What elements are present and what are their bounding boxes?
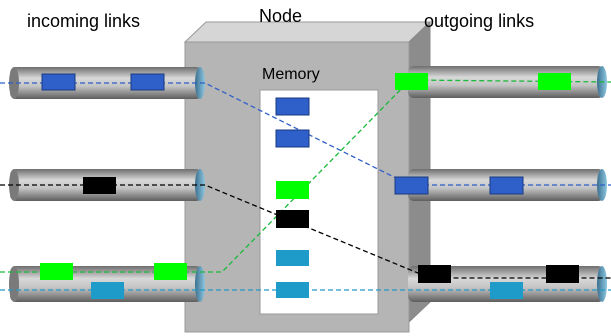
packet-blue <box>394 176 429 195</box>
memory-packet-blue <box>275 129 310 148</box>
packet-green <box>538 73 571 90</box>
memory-panel <box>259 89 379 315</box>
packet-blue <box>41 73 76 91</box>
packet-black <box>83 177 116 194</box>
node-top-face <box>183 21 432 43</box>
packet-blue <box>489 176 524 195</box>
packet-blue <box>130 73 165 91</box>
memory-packet-cyan <box>276 282 309 298</box>
packet-black <box>418 265 451 283</box>
node-label: Node <box>259 6 303 26</box>
outgoing-links-label: outgoing links <box>424 11 535 31</box>
packet-green <box>40 263 73 280</box>
packet-black <box>546 265 579 283</box>
memory-packet-black <box>276 210 309 228</box>
memory-packet-cyan <box>276 250 309 266</box>
green-path <box>0 79 611 273</box>
memory-label: Memory <box>262 66 320 83</box>
black-path <box>0 184 611 279</box>
packet-cyan <box>490 282 523 299</box>
packet-green <box>395 73 428 90</box>
packet-cyan <box>91 282 124 299</box>
packet-green <box>154 263 187 280</box>
memory-packet-blue <box>275 97 310 116</box>
incoming-links-label: incoming links <box>27 11 141 31</box>
memory-packet-green <box>276 181 309 199</box>
